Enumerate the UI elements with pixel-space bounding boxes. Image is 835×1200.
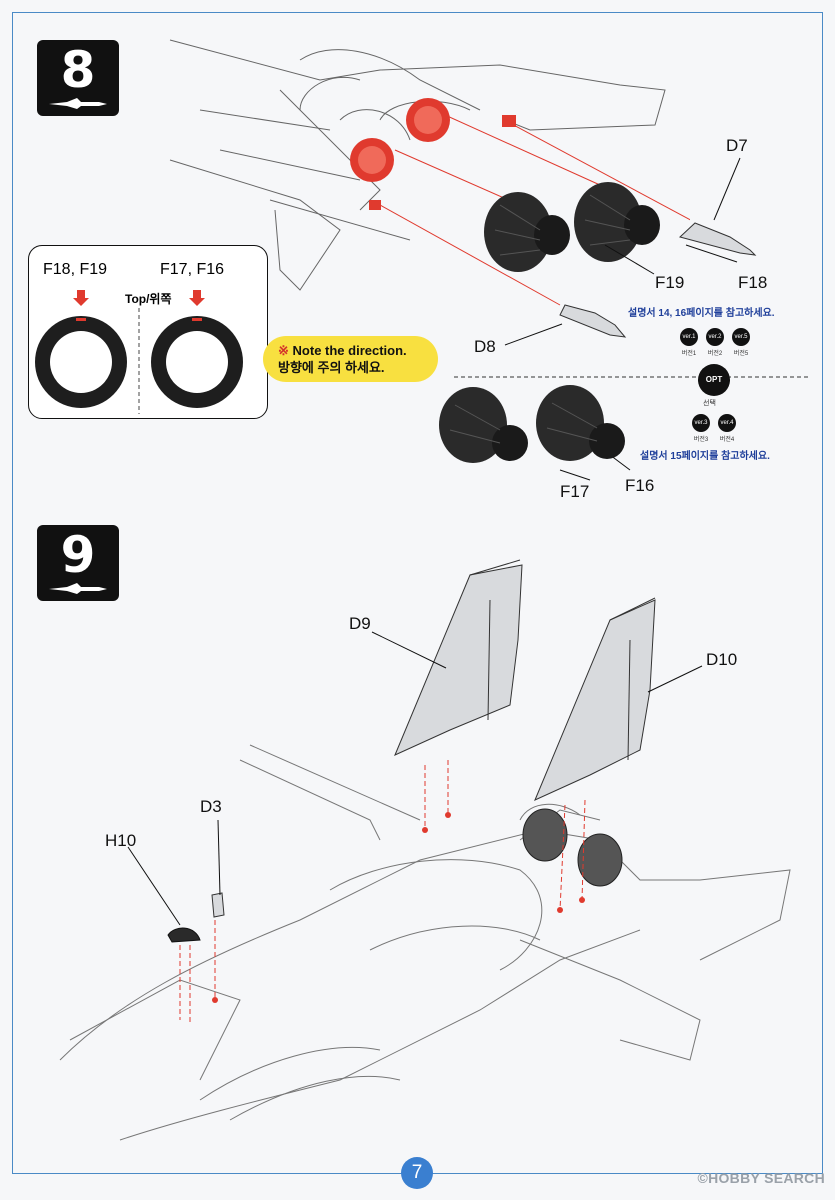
aircraft-silhouette-icon [49, 583, 107, 594]
note-mark: ※ [278, 343, 289, 358]
tire-right-label: F17, F16 [160, 261, 225, 278]
part-label-f16: F16 [625, 476, 655, 495]
version-chip: ver.4 [718, 414, 736, 432]
part-label-f17: F17 [560, 482, 590, 501]
note-line-1: Note the direction. [292, 343, 407, 358]
step9-airframe-drawing [59, 559, 791, 1141]
part-label-f18: F18 [738, 273, 768, 292]
version-sub: 버전5 [733, 351, 749, 357]
step-8-badge: 8 [37, 40, 119, 116]
page-number-badge: 7 [401, 1157, 433, 1189]
reference-note-top: 설명서 14, 16페이지를 참고하세요. [628, 308, 775, 319]
version-sub: 버전1 [681, 351, 697, 357]
tire-orientation-box: F18, F19 F17, F16 Top/위쪽 [28, 245, 268, 419]
part-label-d3: D3 [200, 797, 222, 816]
note-line-2: 방향에 주의 하세요. [278, 360, 385, 375]
step8-leader-lines [454, 157, 810, 481]
part-label-d7: D7 [726, 136, 748, 155]
version-chip: ver.2 [706, 328, 724, 346]
tire-diagram [35, 290, 243, 414]
nozzle-f18-f19-drawing [484, 182, 660, 272]
step9-leader-lines [127, 631, 703, 926]
arrow-up-icon [73, 290, 89, 306]
step-number: 9 [60, 526, 96, 584]
version-sub: 버전3 [693, 437, 709, 443]
option-label: 선택 [703, 400, 716, 407]
version-chip: ver.3 [692, 414, 710, 432]
part-label-h10: H10 [105, 831, 137, 850]
part-label-d8: D8 [474, 337, 496, 356]
part-label-f19: F19 [655, 273, 685, 292]
reference-note-bottom: 설명서 15페이지를 참고하세요. [640, 451, 770, 462]
step-number: 8 [60, 41, 96, 99]
nozzle-f16-f17-drawing [439, 385, 625, 463]
watermark: ©HOBBY SEARCH [697, 1170, 825, 1186]
arrow-up-icon [189, 290, 205, 306]
part-label-d9: D9 [349, 614, 371, 633]
part-label-d10: D10 [706, 650, 738, 669]
version-sub: 버전4 [719, 437, 735, 443]
direction-note: ※ Note the direction. 방향에 주의 하세요. [263, 336, 438, 382]
direction-label: Top/위쪽 [125, 292, 172, 306]
step-9-badge: 9 [37, 525, 119, 601]
aircraft-silhouette-icon [49, 98, 107, 109]
version-chip: ver.1 [680, 328, 698, 346]
pylon-parts-drawing [559, 222, 757, 338]
tire-left-label: F18, F19 [43, 261, 108, 278]
version-sub: 버전2 [707, 351, 723, 357]
version-chip: ver.5 [732, 328, 750, 346]
step8-engine-drawing [169, 39, 690, 306]
option-badge: OPT [698, 364, 730, 396]
